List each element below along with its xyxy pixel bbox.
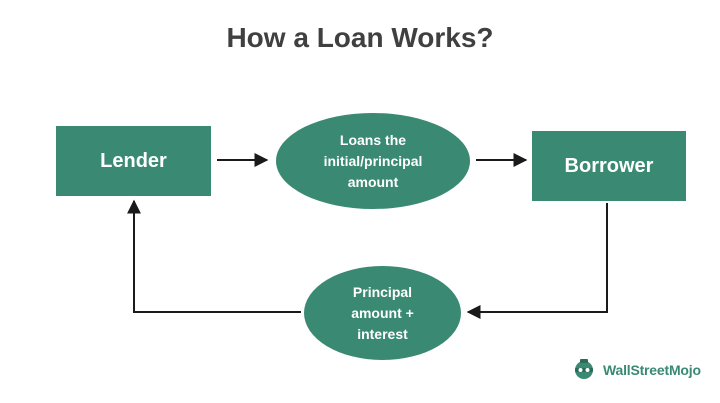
brand-name: WallStreetMojo — [603, 362, 701, 378]
repayment-line-2: amount + — [351, 304, 414, 321]
borrower-node: Borrower — [532, 131, 686, 201]
lender-label: Lender — [100, 149, 167, 172]
arrow-repayment-to-lender — [127, 199, 301, 313]
loan-line-3: amount — [347, 173, 399, 190]
loan-line-2: initial/principal — [323, 152, 423, 169]
repayment-line-1: Principal — [352, 283, 413, 300]
borrower-label: Borrower — [564, 154, 654, 177]
repayment-line-3: interest — [357, 325, 408, 342]
wallstreetmojo-logo-icon — [575, 359, 593, 379]
arrow-borrower-to-repayment — [466, 203, 608, 319]
diagram-title: How a Loan Works? — [226, 22, 494, 53]
loan-line-1: Loans the — [339, 131, 407, 148]
repayment-node: Principal amount + interest — [304, 266, 461, 360]
loan-amount-node: Loans the initial/principal amount — [276, 113, 470, 209]
brand-logo: WallStreetMojo — [571, 356, 701, 384]
lender-node: Lender — [56, 126, 211, 196]
